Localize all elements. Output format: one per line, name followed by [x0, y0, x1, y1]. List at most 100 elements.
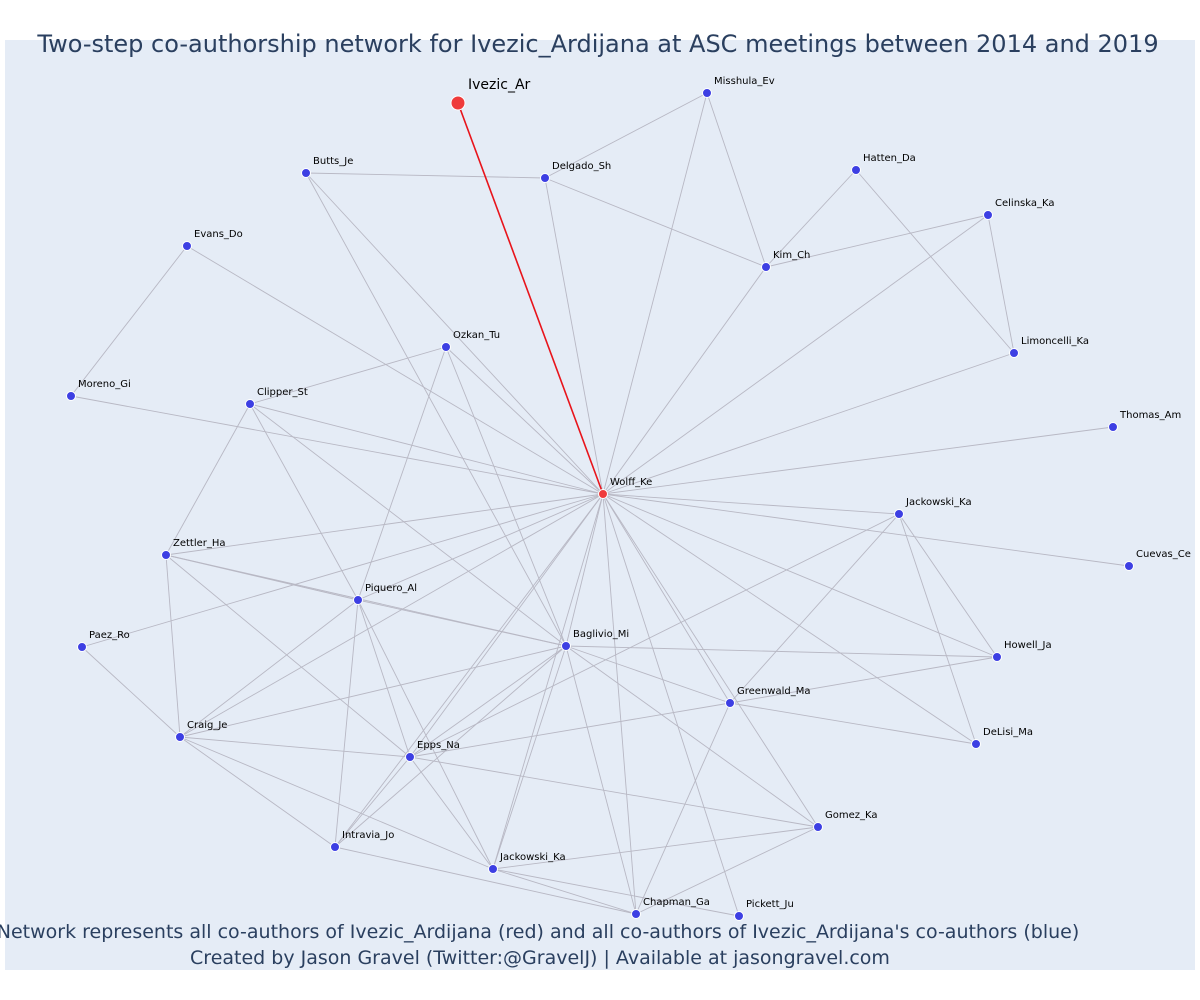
node-ozkan_tu[interactable] — [441, 342, 451, 352]
edge-wolff_ke-baglivio_mi — [565, 493, 604, 647]
edge-jackowski_ka_1-epps_na — [409, 513, 900, 758]
edge-intravia_jo-chapman_ga — [334, 846, 637, 915]
node-thomas_am[interactable] — [1108, 422, 1118, 432]
edge-piquero_al-intravia_jo — [334, 599, 359, 848]
edge-kim_ch-celinska_ka — [765, 214, 989, 268]
edge-ivezic_ar-wolff_ke — [457, 102, 604, 495]
edge-baglivio_mi-epps_na — [409, 645, 567, 758]
edge-hatten_da-kim_ch — [765, 169, 857, 268]
node-cuevas_ce[interactable] — [1124, 561, 1134, 571]
edge-clipper_st-piquero_al — [249, 403, 359, 601]
edge-ozkan_tu-baglivio_mi — [445, 346, 567, 647]
edge-wolff_ke-chapman_ga — [602, 493, 637, 915]
node-delisi_ma[interactable] — [971, 739, 981, 749]
node-howell_ja[interactable] — [992, 652, 1002, 662]
edge-wolff_ke-thomas_am — [602, 426, 1114, 495]
node-delgado_sh[interactable] — [540, 173, 550, 183]
edge-delgado_sh-kim_ch — [544, 177, 767, 268]
edge-ozkan_tu-clipper_st — [249, 346, 447, 405]
node-ivezic_ar[interactable] — [450, 95, 466, 111]
edge-wolff_ke-moreno_gi — [70, 395, 604, 495]
edge-baglivio_mi-chapman_ga — [565, 645, 637, 915]
node-label-chapman_ga: Chapman_Ga — [643, 897, 710, 908]
edge-wolff_ke-clipper_st — [249, 403, 604, 495]
node-label-thomas_am: Thomas_Am — [1119, 410, 1181, 421]
edge-jackowski_ka_1-howell_ja — [898, 513, 998, 658]
edge-wolff_ke-butts_je — [305, 172, 604, 495]
edge-clipper_st-zettler_ha — [165, 403, 251, 556]
node-label-baglivio_mi: Baglivio_Mi — [573, 629, 629, 640]
node-limoncelli_ka[interactable] — [1009, 348, 1019, 358]
edge-jackowski_ka_2-pickett_ju — [492, 868, 740, 917]
edge-epps_na-jackowski_ka_2 — [409, 756, 494, 870]
edge-wolff_ke-ozkan_tu — [445, 346, 604, 495]
node-kim_ch[interactable] — [761, 262, 771, 272]
edge-wolff_ke-howell_ja — [602, 493, 998, 658]
node-label-jackowski_ka_2: Jackowski_Ka — [499, 852, 566, 863]
edge-wolff_ke-piquero_al — [357, 493, 604, 601]
node-label-craig_je: Craig_Je — [187, 720, 227, 731]
edge-wolff_ke-limoncelli_ka — [602, 352, 1015, 495]
node-label-limoncelli_ka: Limoncelli_Ka — [1021, 336, 1089, 347]
node-butts_je[interactable] — [301, 168, 311, 178]
edge-craig_je-jackowski_ka_2 — [179, 736, 494, 870]
node-label-delisi_ma: DeLisi_Ma — [983, 727, 1033, 738]
node-label-epps_na: Epps_Na — [417, 740, 460, 751]
edge-wolff_ke-evans_do — [186, 245, 604, 495]
node-label-clipper_st: Clipper_St — [257, 387, 308, 398]
edge-layer — [70, 92, 1130, 917]
node-paez_ro[interactable] — [77, 642, 87, 652]
node-intravia_jo[interactable] — [330, 842, 340, 852]
node-label-evans_do: Evans_Do — [194, 229, 243, 240]
edge-baglivio_mi-intravia_jo — [334, 645, 567, 848]
node-label-moreno_gi: Moreno_Gi — [78, 379, 131, 390]
node-baglivio_mi[interactable] — [561, 641, 571, 651]
node-label-kim_ch: Kim_Ch — [773, 250, 810, 261]
node-greenwald_ma[interactable] — [725, 698, 735, 708]
edge-epps_na-intravia_jo — [334, 756, 411, 848]
edge-wolff_ke-paez_ro — [81, 493, 604, 648]
edge-baglivio_mi-craig_je — [179, 645, 567, 738]
node-wolff_ke[interactable] — [598, 489, 608, 499]
edge-greenwald_ma-epps_na — [409, 702, 731, 758]
node-craig_je[interactable] — [175, 732, 185, 742]
node-hatten_da[interactable] — [851, 165, 861, 175]
edge-paez_ro-craig_je — [81, 646, 181, 738]
edge-wolff_ke-kim_ch — [602, 266, 767, 495]
node-jackowski_ka_1[interactable] — [894, 509, 904, 519]
edge-baglivio_mi-jackowski_ka_2 — [492, 645, 567, 870]
edge-wolff_ke-celinska_ka — [602, 214, 989, 495]
edge-jackowski_ka_1-delisi_ma — [898, 513, 977, 745]
edge-wolff_ke-misshula_ev — [602, 92, 708, 495]
node-label-intravia_jo: Intravia_Jo — [342, 830, 394, 841]
node-label-hatten_da: Hatten_Da — [863, 153, 916, 164]
node-pickett_ju[interactable] — [734, 911, 744, 921]
node-celinska_ka[interactable] — [983, 210, 993, 220]
node-label-greenwald_ma: Greenwald_Ma — [737, 686, 810, 697]
node-gomez_ka[interactable] — [813, 822, 823, 832]
node-moreno_gi[interactable] — [66, 391, 76, 401]
node-chapman_ga[interactable] — [631, 909, 641, 919]
node-label-zettler_ha: Zettler_Ha — [173, 538, 226, 549]
node-misshula_ev[interactable] — [702, 88, 712, 98]
node-zettler_ha[interactable] — [161, 550, 171, 560]
node-clipper_st[interactable] — [245, 399, 255, 409]
node-label-pickett_ju: Pickett_Ju — [746, 899, 794, 910]
node-evans_do[interactable] — [182, 241, 192, 251]
node-label-ivezic_ar: Ivezic_Ar — [468, 77, 531, 93]
edge-hatten_da-limoncelli_ka — [855, 169, 1015, 354]
node-epps_na[interactable] — [405, 752, 415, 762]
edge-piquero_al-epps_na — [357, 599, 411, 758]
edge-wolff_ke-jackowski_ka_2 — [492, 493, 604, 870]
node-label-paez_ro: Paez_Ro — [89, 630, 130, 641]
node-layer — [66, 88, 1134, 921]
node-jackowski_ka_2[interactable] — [488, 864, 498, 874]
edge-wolff_ke-pickett_ju — [602, 493, 740, 917]
edge-misshula_ev-kim_ch — [706, 92, 767, 268]
node-piquero_al[interactable] — [353, 595, 363, 605]
caption-line-2: Created by Jason Gravel (Twitter:@Gravel… — [190, 947, 890, 969]
node-label-jackowski_ka_1: Jackowski_Ka — [905, 497, 972, 508]
node-label-butts_je: Butts_Je — [313, 156, 353, 167]
edge-gomez_ka-jackowski_ka_2 — [492, 826, 819, 870]
